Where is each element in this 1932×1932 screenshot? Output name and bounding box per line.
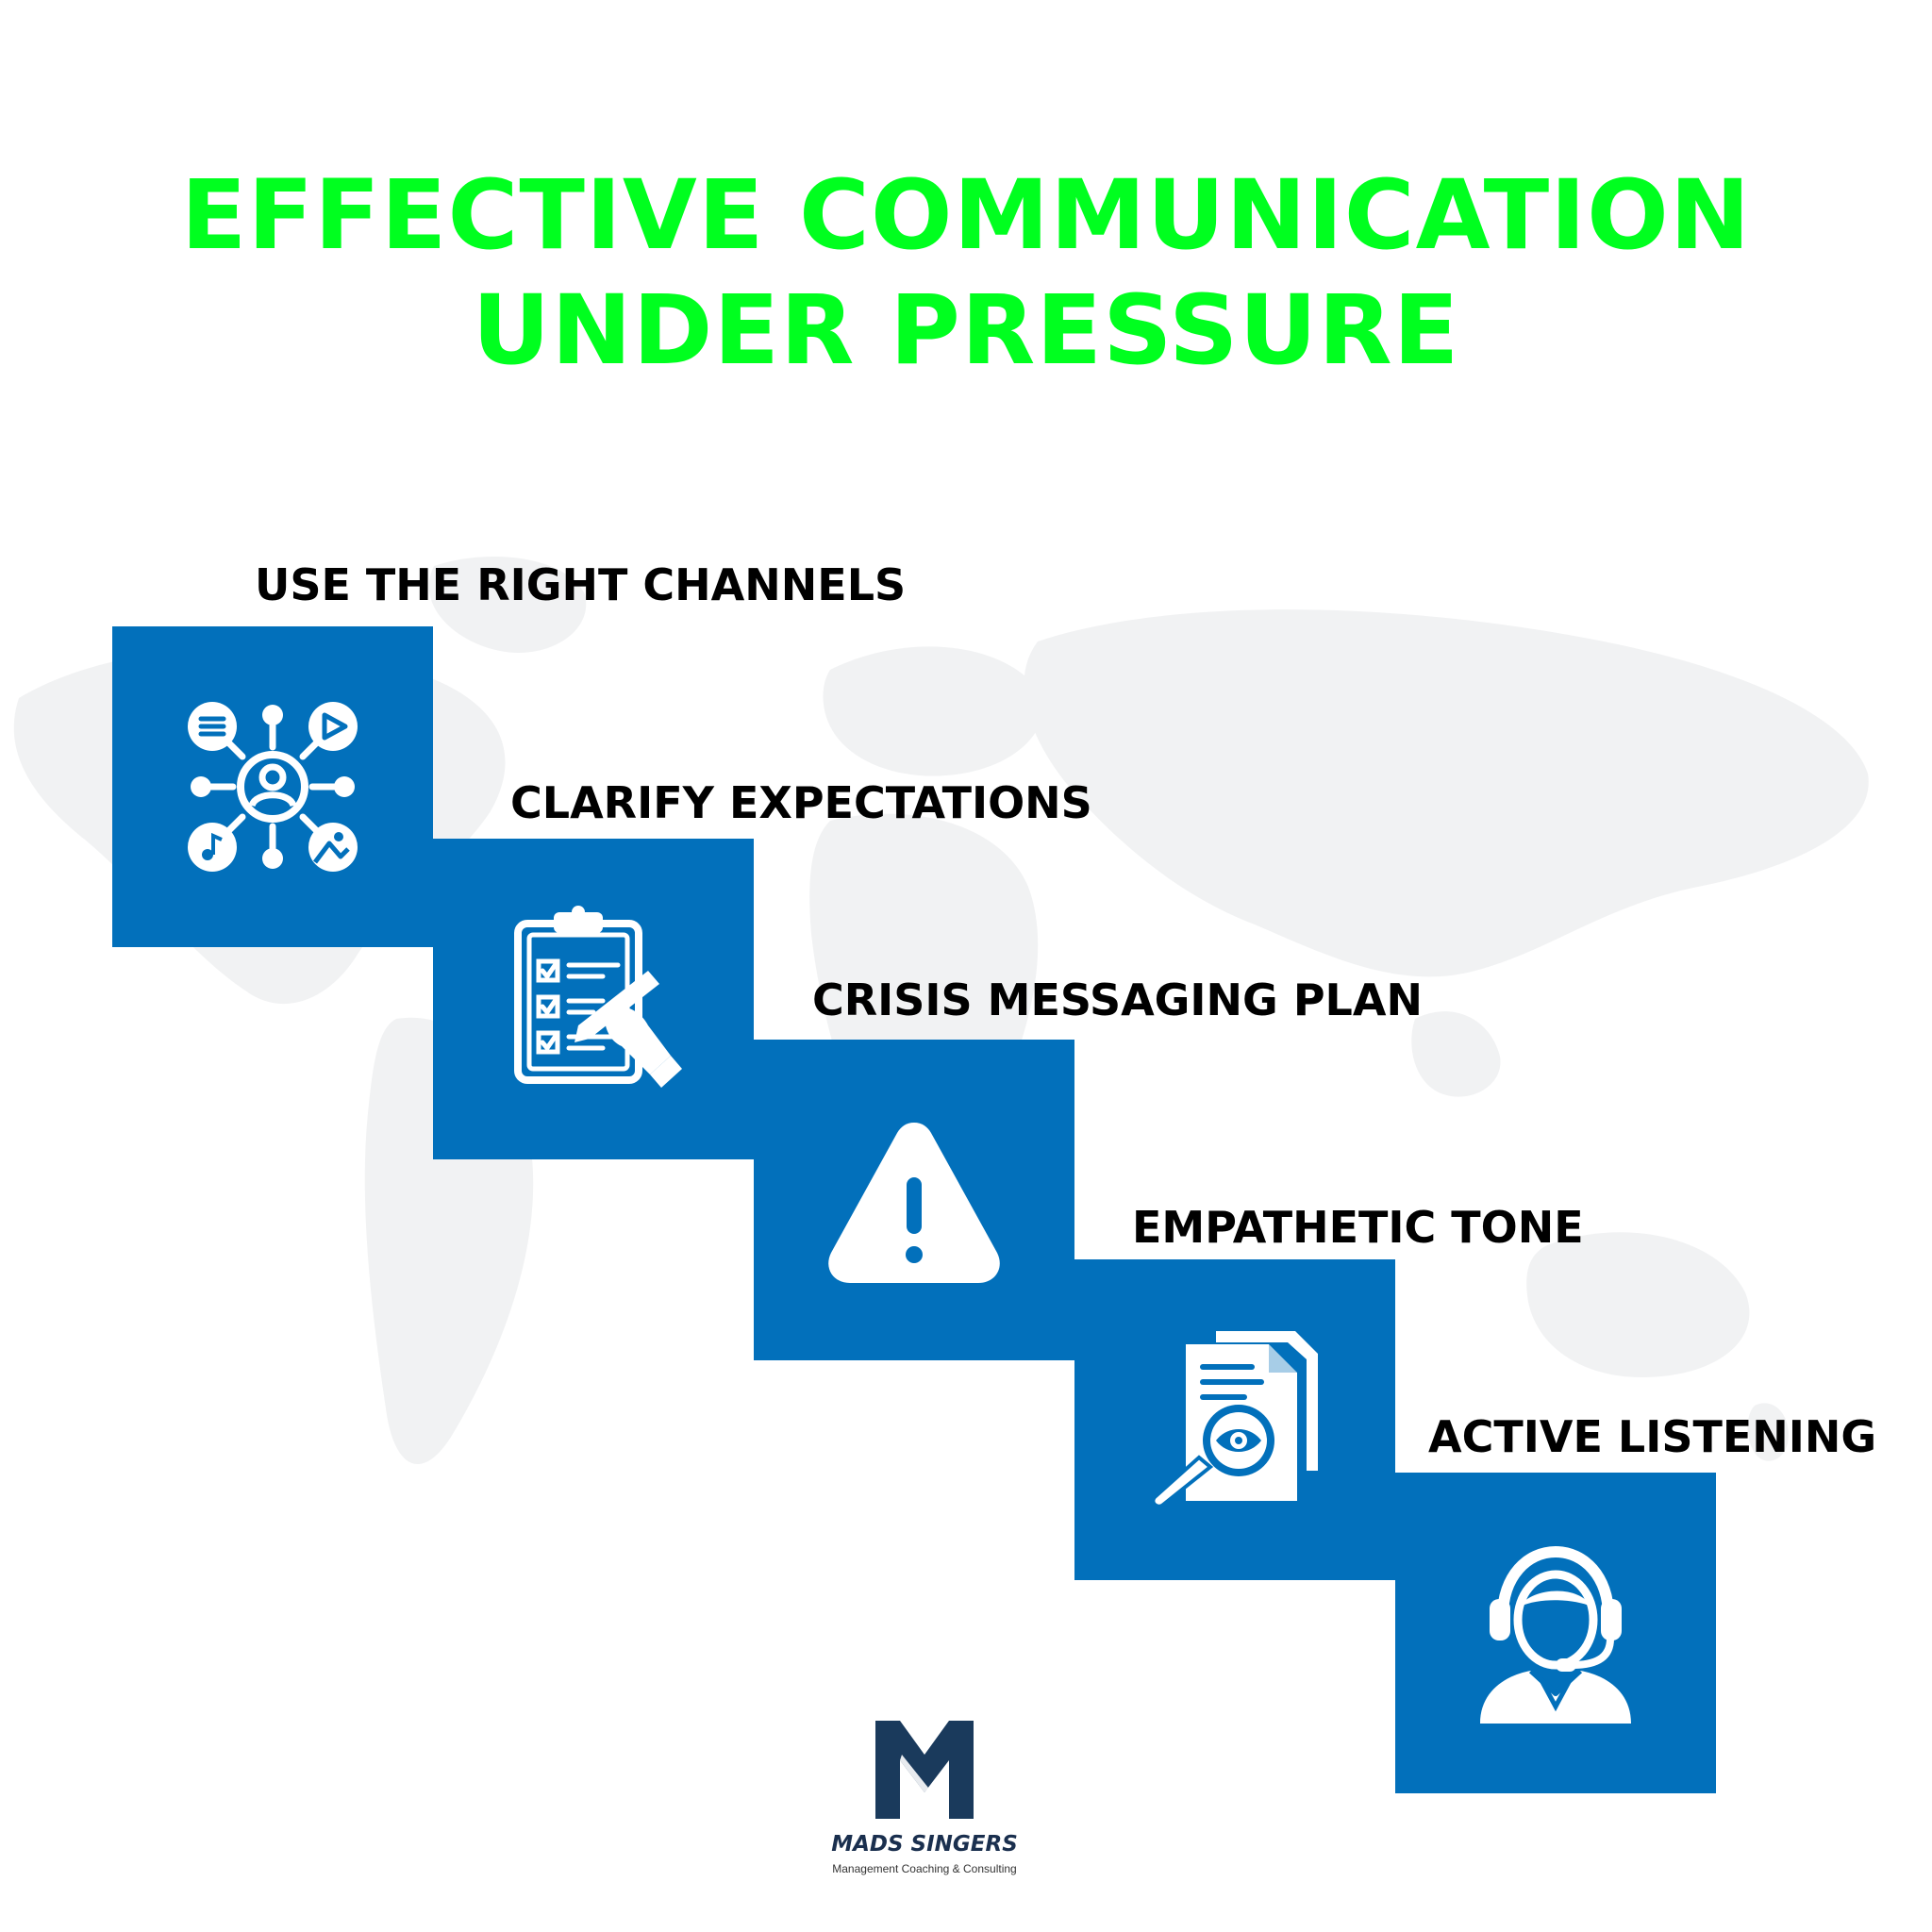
clipboard-checklist-icon xyxy=(514,906,682,1088)
step-label-use-the-right-channels: USE THE RIGHT CHANNELS xyxy=(255,559,907,610)
network-channels-icon xyxy=(188,702,358,872)
warning-triangle-icon xyxy=(828,1123,1000,1283)
title-line-1: EFFECTIVE COMMUNICATION xyxy=(180,159,1752,272)
document-search-icon xyxy=(1151,1331,1318,1508)
step-box-active-listening xyxy=(1395,1473,1716,1793)
step-box-clarify-expectations xyxy=(433,839,754,1159)
step-box-use-the-right-channels xyxy=(112,626,433,947)
step-label-clarify-expectations: CLARIFY EXPECTATIONS xyxy=(510,777,1092,828)
step-label-crisis-messaging-plan: CRISIS MESSAGING PLAN xyxy=(812,974,1423,1025)
step-label-active-listening: ACTIVE LISTENING xyxy=(1428,1411,1877,1462)
brand-tagline: Management Coaching & Consulting xyxy=(832,1862,1017,1875)
brand-logo: MADS SINGERS Management Coaching & Consu… xyxy=(830,1717,1019,1875)
step-box-crisis-messaging-plan xyxy=(754,1040,1074,1360)
title-line-2: UNDER PRESSURE xyxy=(472,275,1460,387)
step-label-empathetic-tone: EMPATHETIC TONE xyxy=(1132,1202,1584,1253)
brand-name: MADS SINGERS xyxy=(831,1832,1018,1857)
logo-mark-icon xyxy=(875,1721,974,1819)
headset-agent-icon xyxy=(1480,1545,1631,1724)
step-box-empathetic-tone xyxy=(1074,1259,1395,1580)
page-title: EFFECTIVE COMMUNICATION UNDER PRESSURE xyxy=(0,158,1932,389)
